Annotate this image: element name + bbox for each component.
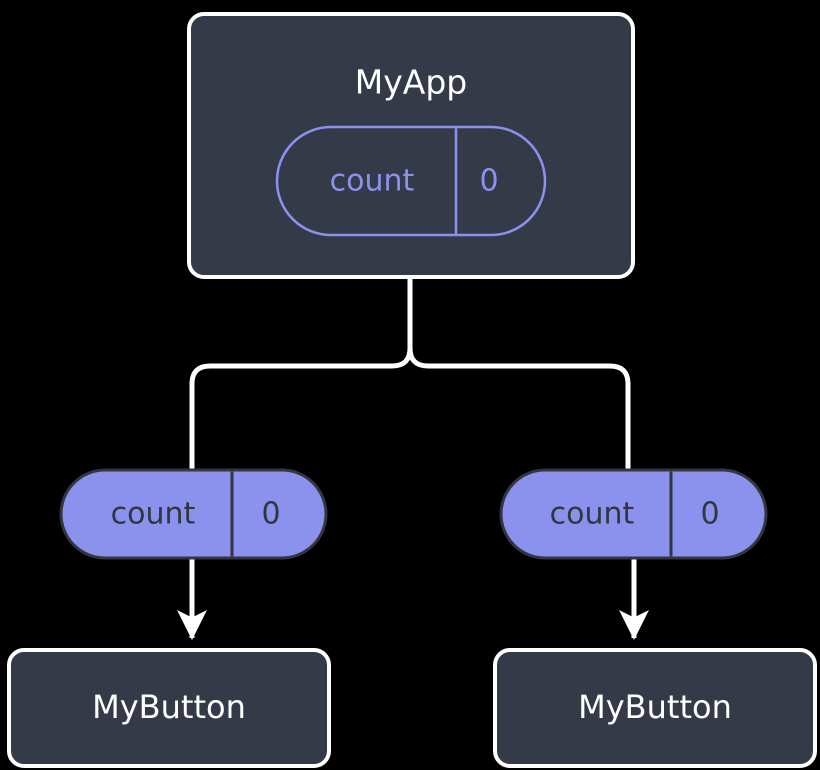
myapp-state-key: count	[330, 164, 415, 199]
node-mybutton-left[interactable]: MyButton	[7, 648, 331, 768]
mybutton-left-card-body	[7, 648, 331, 768]
edge-root-to-left-prop	[189, 345, 413, 473]
myapp-card-body	[187, 12, 635, 279]
edge-root-to-right-prop	[407, 345, 631, 473]
left-prop-pill-body	[59, 468, 328, 560]
myapp-title: MyApp	[355, 63, 467, 102]
myapp-state-pill-outline	[275, 125, 547, 237]
mybutton-right-card-body	[493, 648, 817, 768]
left-prop-pill[interactable]: count 0	[59, 468, 328, 560]
right-prop-pill-body	[499, 468, 768, 560]
node-myapp[interactable]: MyApp count 0	[187, 12, 635, 279]
myapp-state-pill[interactable]: count 0	[275, 125, 547, 237]
right-prop-key: count	[550, 497, 635, 532]
node-mybutton-right[interactable]: MyButton	[493, 648, 817, 768]
mybutton-left-title: MyButton	[92, 688, 246, 726]
left-prop-value: 0	[261, 497, 280, 532]
right-prop-value: 0	[700, 497, 719, 532]
left-prop-key: count	[111, 497, 196, 532]
right-prop-pill[interactable]: count 0	[499, 468, 768, 560]
mybutton-right-title: MyButton	[578, 688, 732, 726]
myapp-state-value: 0	[479, 164, 498, 199]
